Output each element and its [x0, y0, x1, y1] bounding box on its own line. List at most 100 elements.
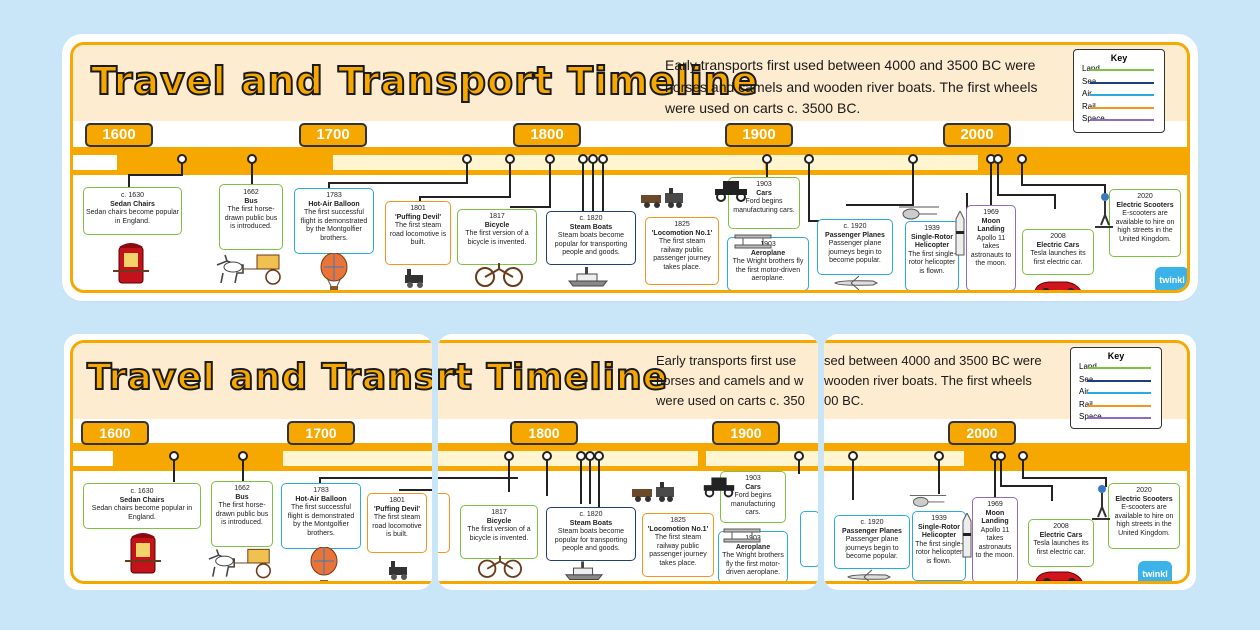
- biplane-icon: [734, 234, 772, 249]
- event-date: 1969: [983, 209, 999, 216]
- event-card-sedan-chairs: c. 1630 Sedan Chairs Sedan chairs become…: [83, 187, 182, 235]
- connector: [852, 460, 854, 500]
- key-label: Space: [1082, 114, 1105, 123]
- event-text: Sedan chairs become popular in England.: [91, 505, 193, 521]
- event-card-passenger-planes-edge: [800, 511, 818, 567]
- century-1800: 1800: [510, 421, 578, 445]
- connector: [549, 163, 551, 207]
- track-gap: [438, 435, 818, 443]
- key-legend: Key Land Sea Air Rail Space: [1073, 49, 1165, 133]
- connector: [1104, 184, 1106, 194]
- page-title: Travel and Transport Timeline: [90, 58, 759, 104]
- model-t-car-icon: [703, 477, 735, 498]
- intro-line: 00 BC.: [824, 393, 864, 409]
- track-gap: [73, 435, 432, 443]
- sea-swatch: [1087, 379, 1151, 382]
- century-1900: 1900: [712, 421, 780, 445]
- event-title: Sedan Chairs: [110, 200, 155, 208]
- event-title: Steam Boats: [569, 223, 613, 231]
- connector: [766, 163, 768, 179]
- panel-frame: sed between 4000 and 3500 BC were wooden…: [824, 340, 1190, 584]
- event-title: Steam Boats: [569, 519, 613, 527]
- event-text: Apollo 11 takes astronauts to the moon.: [970, 234, 1012, 268]
- key-item-land: Land: [1074, 63, 1164, 76]
- electric-car-icon: [1035, 571, 1083, 581]
- connector: [580, 460, 582, 504]
- connector: [419, 196, 421, 202]
- print-panel-3: sed between 4000 and 3500 BC were wooden…: [824, 334, 1196, 590]
- page-title-part: Travel and Transpo: [86, 356, 432, 399]
- connector: [994, 460, 996, 500]
- connector: [1021, 163, 1023, 185]
- connector: [173, 460, 175, 482]
- hot-air-balloon-icon: [310, 547, 338, 581]
- track-segment: [438, 451, 698, 466]
- event-title: Cars: [756, 189, 772, 197]
- event-card-steam-boats: c. 1820 Steam Boats Steam boats become p…: [546, 211, 636, 265]
- steam-locomotive-icon: [405, 269, 423, 288]
- event-card-bus: 1662 Bus The first horse-drawn public bu…: [211, 481, 273, 547]
- rail-swatch: [1090, 106, 1154, 109]
- event-title: Bicycle: [484, 221, 510, 229]
- intro-line: horses and camels and wooden river boats…: [665, 78, 1038, 95]
- key-item-space: Space: [1071, 411, 1161, 424]
- event-card-cars: 1903 Cars Ford begins manufacturing cars…: [728, 177, 800, 229]
- key-item-rail: Rail: [1074, 101, 1164, 114]
- electric-car-icon: [1034, 281, 1081, 290]
- connector: [181, 163, 183, 175]
- event-title: 'Puffing Devil': [373, 505, 421, 513]
- event-title: Moon Landing: [981, 509, 1009, 526]
- event-text: The first steam road locomotive is built…: [389, 222, 447, 247]
- event-text: Tesla launches its first electric car.: [1030, 250, 1086, 266]
- connector: [997, 163, 999, 195]
- connector: [399, 489, 432, 491]
- event-date: c. 1630: [130, 488, 154, 495]
- rail-swatch: [1087, 404, 1151, 407]
- steamboat-icon: [567, 267, 609, 287]
- event-text: The first horse-drawn public bus is intr…: [224, 206, 278, 231]
- title-band: [73, 343, 432, 419]
- event-title: Aeroplane: [735, 543, 771, 551]
- event-text: Ford begins manufacturing cars.: [733, 198, 795, 214]
- connector: [1051, 485, 1053, 501]
- event-card-locomotion: 1825 'Locomotion No.1' The first steam r…: [645, 217, 719, 285]
- event-text: The first version of a bicycle is invent…: [467, 526, 531, 542]
- locomotion-train-icon: [641, 188, 683, 208]
- key-item-air: Air: [1074, 88, 1164, 101]
- century-2000: 2000: [948, 421, 1016, 445]
- event-text: The first horse-drawn public bus is intr…: [215, 502, 269, 527]
- event-date: 1825: [670, 517, 686, 524]
- title-band: [73, 45, 1187, 121]
- track-gap: [73, 451, 113, 466]
- connector: [328, 182, 468, 184]
- track-gap: [73, 140, 1187, 147]
- track-segment: [283, 451, 432, 466]
- event-title: 'Locomotion No.1': [647, 525, 709, 533]
- event-title: Moon Landing: [977, 217, 1005, 234]
- event-title: 'Locomotion No.1': [651, 229, 713, 237]
- event-text: The first steam railway public passenger…: [649, 534, 707, 567]
- event-text: The first steam railway public passenger…: [653, 238, 711, 271]
- event-date: 1662: [243, 189, 259, 196]
- land-swatch: [1087, 367, 1151, 369]
- key-item-sea: Sea: [1074, 76, 1164, 89]
- event-card-puffing-devil-edge: [438, 493, 450, 553]
- event-card-helicopter: 1939 Single-Rotor Helicopter The first s…: [912, 511, 966, 581]
- intro-line: horses and camels and w: [656, 373, 804, 389]
- event-text: The first successful flight is demonstra…: [287, 504, 355, 537]
- event-text: E-scooters are available to hire on high…: [1114, 504, 1174, 537]
- title-band: [438, 343, 818, 419]
- event-card-sedan-chairs: c. 1630 Sedan Chairs Sedan chairs become…: [83, 483, 201, 529]
- event-card-passenger-planes: c. 1920 Passenger Planes Passenger plane…: [817, 219, 893, 275]
- event-title: Aeroplane: [750, 249, 786, 257]
- event-date: 2020: [1137, 193, 1153, 200]
- intro-line: Early transports first use: [656, 353, 797, 368]
- helicopter-icon: [909, 495, 947, 507]
- event-title: Hot-Air Balloon: [308, 200, 360, 208]
- connector: [242, 460, 244, 482]
- key-label: Air: [1079, 387, 1089, 396]
- event-date: 1783: [326, 192, 342, 199]
- steamboat-icon: [564, 561, 604, 580]
- track-segment: [768, 155, 978, 170]
- event-title: Bus: [235, 493, 249, 501]
